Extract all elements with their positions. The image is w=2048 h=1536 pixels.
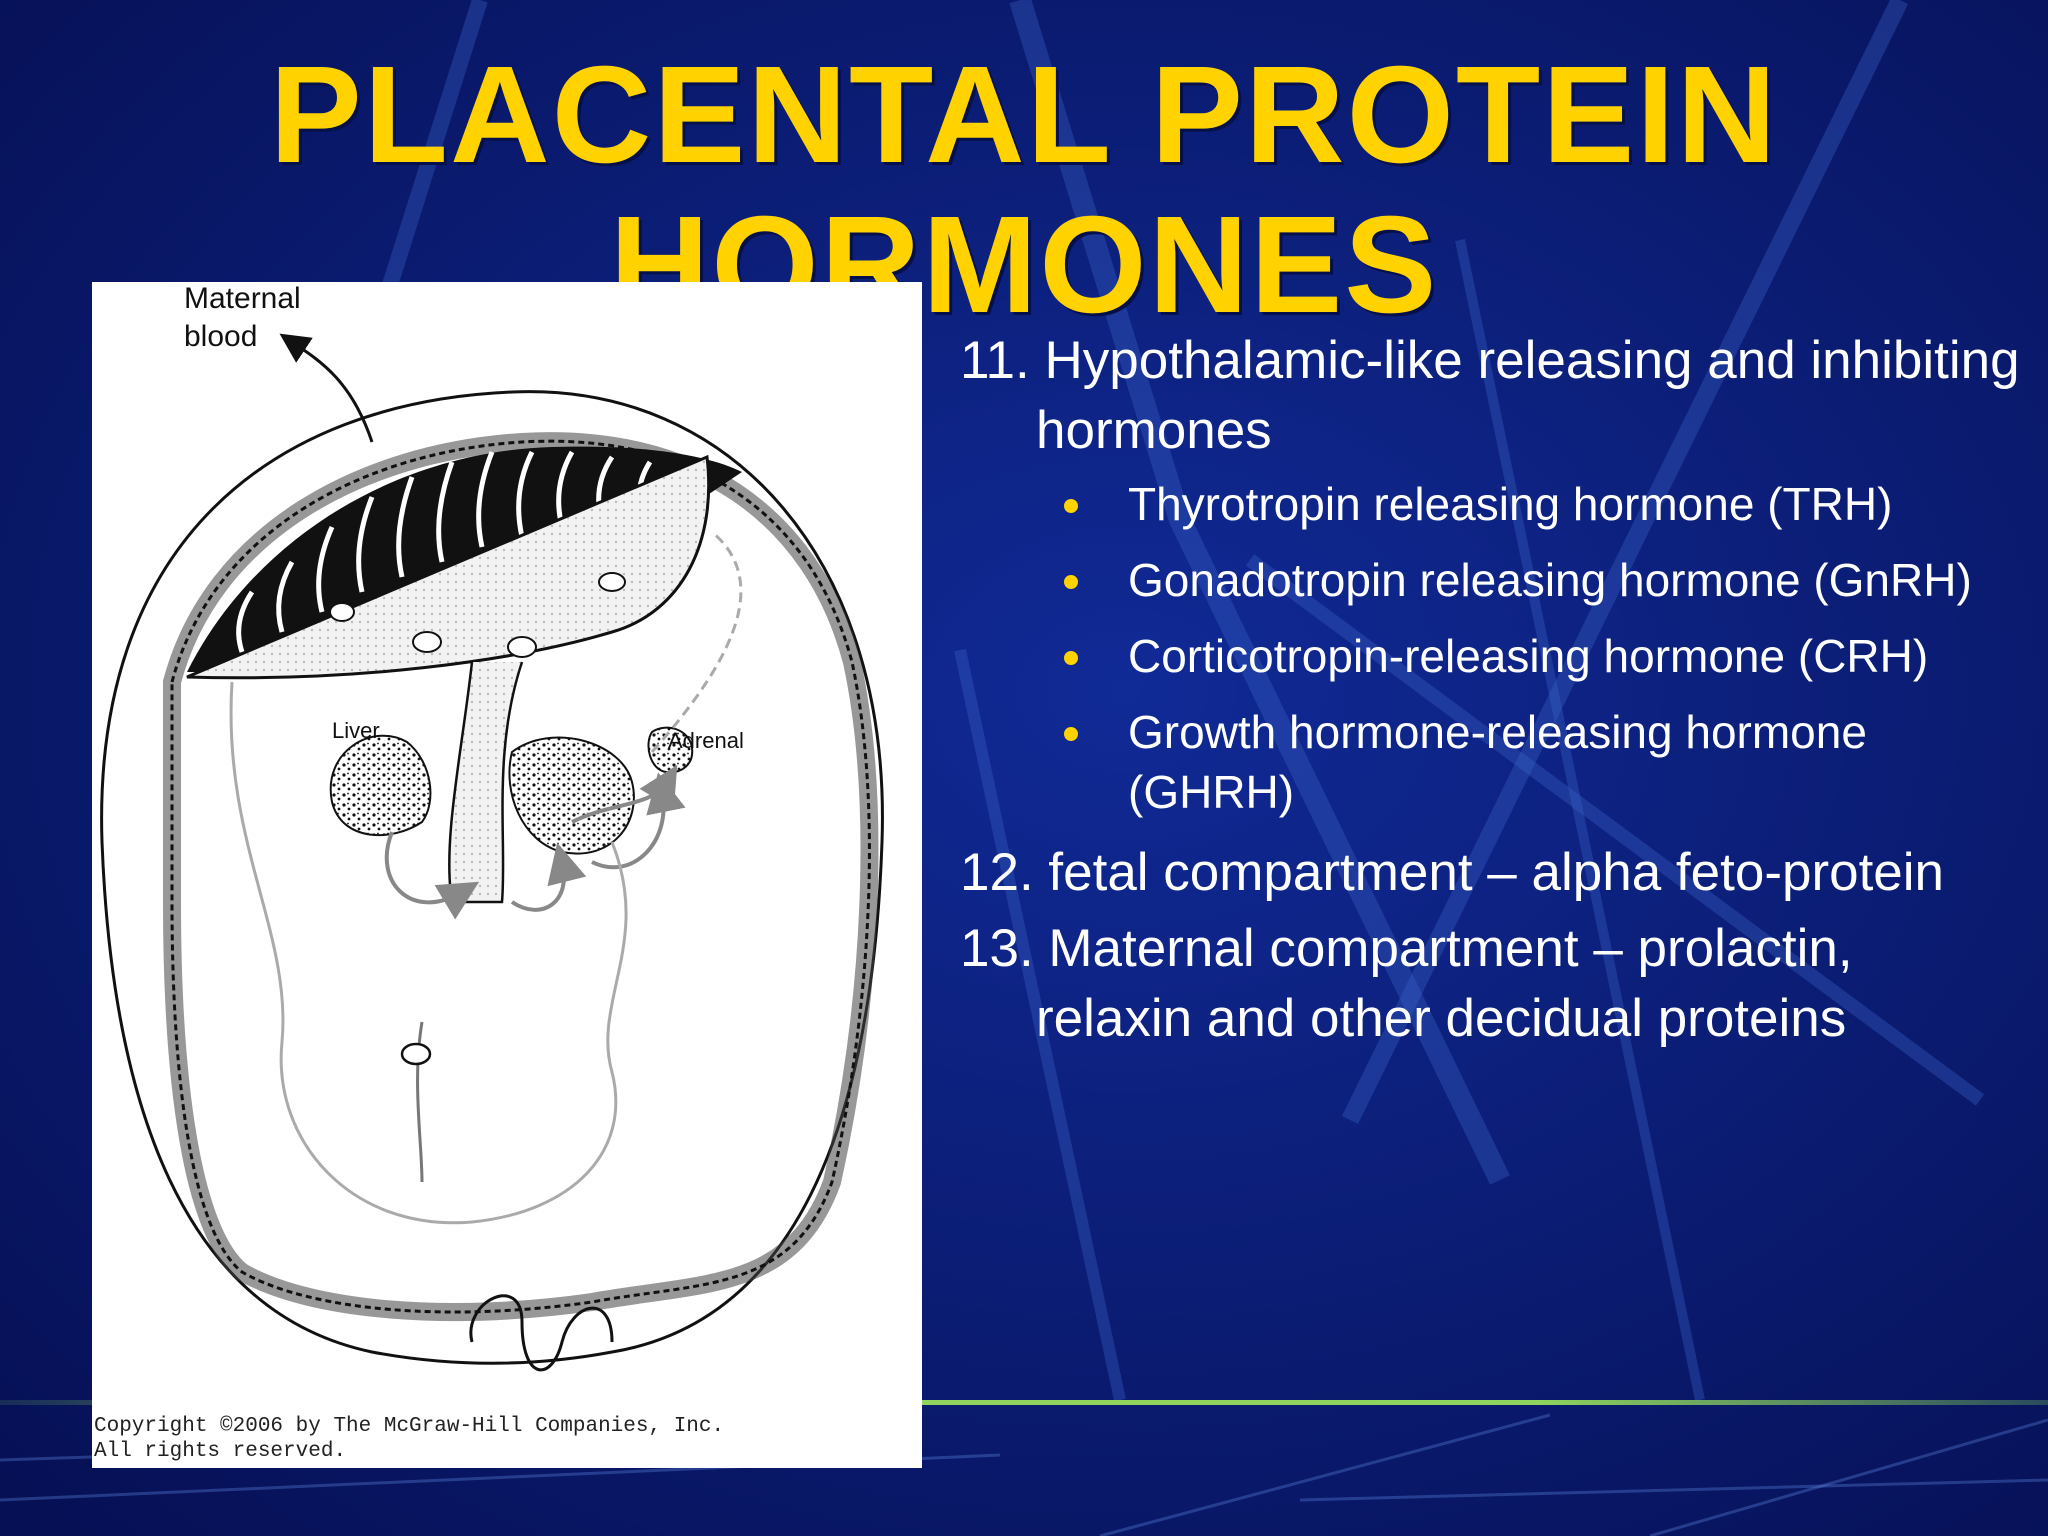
slide-content: 11. Hypothalamic-like releasing and inhi… — [960, 326, 2020, 1060]
sub-item-text: Thyrotropin releasing hormone (TRH) — [1128, 478, 1893, 530]
releasing-hormones-list: Thyrotropin releasing hormone (TRH) Gona… — [960, 474, 2020, 822]
sub-item-text: Gonadotropin releasing hormone (GnRH) — [1128, 554, 1972, 606]
sub-item-text: Growth hormone-releasing hormone (GHRH) — [1128, 706, 1867, 818]
fetus-placenta-illustration: Maternal blood Liver Adrenal — [100, 282, 884, 1372]
list-item: Growth hormone-releasing hormone (GHRH) — [960, 702, 2020, 822]
sub-item-text: Corticotropin-releasing hormone (CRH) — [1128, 630, 1929, 682]
item-12: 12. fetal compartment – alpha feto-prote… — [960, 843, 1945, 902]
label-liver: Liver — [332, 718, 380, 743]
item-11: 11. Hypothalamic-like releasing and inhi… — [960, 331, 2020, 460]
copyright-notice: Copyright ©2006 by The McGraw-Hill Compa… — [94, 1414, 724, 1464]
item-13: 13. Maternal compartment – prolactin, re… — [960, 919, 1853, 1048]
label-adrenal: Adrenal — [668, 728, 744, 753]
copyright-line-1: Copyright ©2006 by The McGraw-Hill Compa… — [94, 1415, 725, 1438]
bullet-icon — [1064, 499, 1078, 513]
label-blood: blood — [184, 320, 257, 353]
bullet-icon — [1064, 575, 1078, 589]
placenta-diagram: Maternal blood Liver Adrenal Copyright ©… — [92, 282, 922, 1468]
bullet-icon — [1064, 727, 1078, 741]
list-item: Corticotropin-releasing hormone (CRH) — [960, 626, 2020, 686]
bullet-icon — [1064, 651, 1078, 665]
list-item: Gonadotropin releasing hormone (GnRH) — [960, 550, 2020, 610]
accent-line — [0, 1400, 2048, 1405]
label-maternal: Maternal — [184, 282, 301, 315]
copyright-line-2: All rights reserved. — [94, 1440, 347, 1463]
list-item: Thyrotropin releasing hormone (TRH) — [960, 474, 2020, 534]
